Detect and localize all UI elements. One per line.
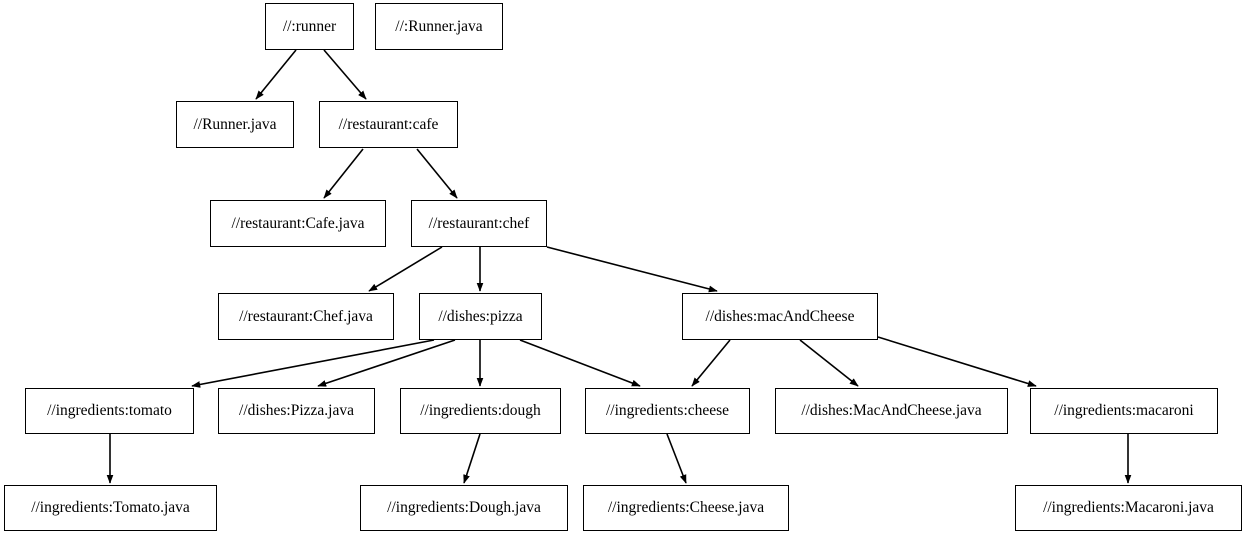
graph-node-label: //ingredients:cheese: [605, 402, 730, 420]
graph-node-label: //ingredients:dough: [420, 402, 541, 420]
graph-node-label: //ingredients:tomato: [47, 402, 172, 420]
graph-node-cafe_java[interactable]: //restaurant:Cafe.java: [210, 200, 386, 247]
graph-node-label: //ingredients:macaroni: [1054, 402, 1194, 420]
graph-node-label: //restaurant:Chef.java: [239, 307, 373, 325]
graph-node-pizza[interactable]: //dishes:pizza: [419, 293, 542, 340]
graph-node-label: //restaurant:cafe: [338, 115, 439, 133]
graph-node-label: //:Runner.java: [395, 17, 483, 35]
graph-node-pizza_java[interactable]: //dishes:Pizza.java: [218, 388, 375, 434]
graph-node-cheese_java[interactable]: //ingredients:Cheese.java: [583, 485, 789, 531]
graph-node-label: //ingredients:Dough.java: [387, 499, 541, 517]
graph-node-cheese[interactable]: //ingredients:cheese: [585, 388, 750, 434]
graph-node-label: //:runner: [282, 17, 337, 35]
graph-node-label: //ingredients:Tomato.java: [31, 499, 190, 517]
graph-node-macaroni_java[interactable]: //ingredients:Macaroni.java: [1015, 485, 1242, 531]
graph-node-label: //restaurant:chef: [428, 214, 530, 232]
graph-node-runner[interactable]: //:runner: [265, 3, 354, 50]
graph-node-cafe[interactable]: //restaurant:cafe: [319, 101, 458, 148]
graph-node-runner_java[interactable]: //Runner.java: [176, 101, 294, 148]
graph-node-label: //dishes:MacAndCheese.java: [801, 402, 982, 420]
graph-node-dough[interactable]: //ingredients:dough: [400, 388, 561, 434]
graph-node-label: //dishes:pizza: [438, 307, 523, 325]
graph-node-tomato_java[interactable]: //ingredients:Tomato.java: [4, 485, 217, 531]
graph-node-label: //dishes:Pizza.java: [239, 402, 354, 420]
graph-node-label: //restaurant:Cafe.java: [231, 214, 365, 232]
graph-node-macaroni[interactable]: //ingredients:macaroni: [1030, 388, 1218, 434]
graph-node-label: //Runner.java: [193, 115, 277, 133]
graph-node-mac_and_cheese[interactable]: //dishes:macAndCheese: [682, 293, 878, 340]
graph-node-root_runner_java[interactable]: //:Runner.java: [375, 3, 503, 50]
graph-node-tomato[interactable]: //ingredients:tomato: [25, 388, 194, 434]
graph-node-label: //ingredients:Macaroni.java: [1043, 499, 1214, 517]
graph-node-mac_cheese_java[interactable]: //dishes:MacAndCheese.java: [775, 388, 1008, 434]
graph-node-dough_java[interactable]: //ingredients:Dough.java: [360, 485, 568, 531]
graph-node-chef[interactable]: //restaurant:chef: [411, 200, 547, 247]
graph-node-label: //dishes:macAndCheese: [705, 307, 855, 325]
graph-node-chef_java[interactable]: //restaurant:Chef.java: [218, 293, 394, 340]
graph-node-label: //ingredients:Cheese.java: [607, 499, 765, 517]
